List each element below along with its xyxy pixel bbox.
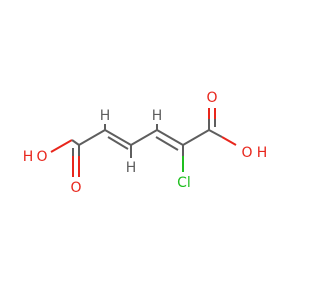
bond-c2-c3-double	[107, 136, 129, 150]
atom-cl: Cl	[177, 175, 191, 191]
bond-c4-c5	[156, 129, 184, 146]
atom-h-c2: H	[100, 108, 111, 124]
bond-c1-o-hydroxyl	[50, 139, 73, 153]
atom-o-right-hydroxyl: O	[241, 145, 252, 161]
bond-c2-c3	[104, 129, 132, 146]
bond-c1-c2	[78, 129, 106, 146]
atom-h-c4: H	[152, 108, 163, 124]
atom-labels: H O O H H H Cl O O H	[23, 90, 268, 196]
bond-c3-c4	[130, 129, 158, 146]
atom-h-left-hydroxyl: H	[23, 149, 34, 165]
bond-c5-c6	[182, 129, 210, 146]
bond-c4-c5-double	[155, 136, 179, 151]
bond-c6-o-hydroxyl-b	[221, 136, 237, 146]
molecule-structure-diagram: H O O H H H Cl O O H	[23, 90, 268, 196]
atom-o-right-carbonyl: O	[206, 90, 217, 106]
atom-o-left-carbonyl: O	[70, 180, 81, 196]
atom-h-right-hydroxyl: H	[257, 145, 268, 161]
bond-c6-o-hydroxyl-a	[208, 129, 223, 138]
bond-c1-o-hydroxyl-c	[71, 139, 80, 146]
atom-h-c3: H	[126, 160, 137, 176]
atom-o-left-hydroxyl: O	[36, 149, 47, 165]
bonds	[50, 108, 237, 177]
